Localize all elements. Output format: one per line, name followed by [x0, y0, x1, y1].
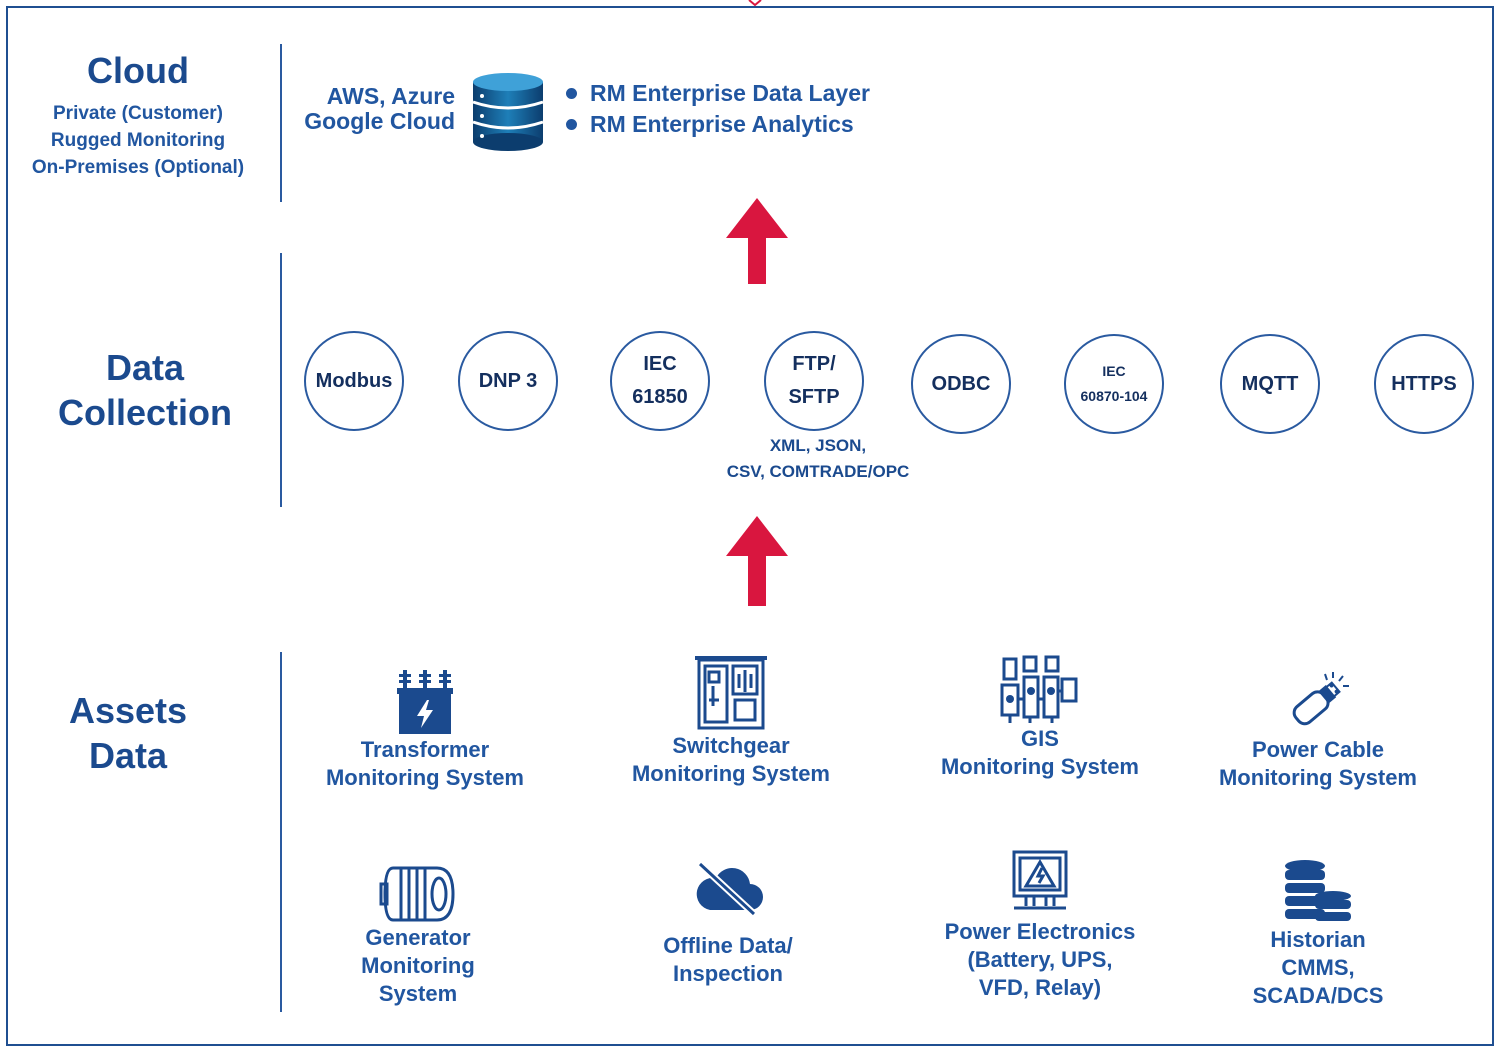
protocol-label: ODBC	[931, 372, 991, 395]
data-collection-title-line: Data	[105, 347, 185, 388]
protocol-label: MQTT	[1241, 372, 1299, 395]
data-collection-title: Data Collection	[20, 345, 270, 435]
bullet-icon	[566, 119, 577, 130]
protocol-label: IEC 60870-104	[1080, 363, 1148, 404]
protocol-circle-modbus: Modbus	[304, 331, 404, 431]
cloud-provider-line: Google Cloud	[304, 108, 455, 134]
asset-label: GIS Monitoring System	[940, 726, 1139, 779]
protocol-label: DNP 3	[478, 369, 538, 392]
protocol-circle-odbc: ODBC	[911, 334, 1011, 434]
asset-power-electronics: Power Electronics (Battery, UPS, VFD, Re…	[920, 850, 1160, 1002]
protocol-circle-ftp-sftp: FTP/ SFTP	[764, 331, 864, 431]
cloud-title: Cloud	[87, 50, 189, 91]
cloud-subtitle-line: Rugged Monitoring	[50, 130, 226, 151]
asset-power-cable: Power Cable Monitoring System	[1198, 668, 1438, 792]
asset-label: Power Cable Monitoring System	[1218, 737, 1417, 790]
bullet-label: RM Enterprise Data Layer	[590, 80, 870, 106]
cloud-bullet-list: RM Enterprise Data Layer RM Enterprise A…	[566, 78, 870, 140]
protocol-circle-dnp3: DNP 3	[458, 331, 558, 431]
gis-icon	[1000, 655, 1078, 723]
cloud-subtitle: Private (Customer) Rugged Monitoring On-…	[20, 100, 256, 181]
asset-offline-data: Offline Data/ Inspection	[618, 858, 838, 988]
asset-transformer: Transformer Monitoring System	[305, 668, 545, 792]
protocol-circle-iec60870: IEC 60870-104	[1064, 334, 1164, 434]
cloud-divider	[280, 44, 282, 202]
asset-generator: Generator Monitoring System	[318, 862, 518, 1008]
protocol-label: HTTPS	[1391, 372, 1457, 395]
protocol-circle-mqtt: MQTT	[1220, 334, 1320, 434]
switchgear-icon	[695, 656, 767, 730]
protocol-label: Modbus	[315, 369, 393, 392]
asset-label: Switchgear Monitoring System	[631, 733, 830, 786]
bullet-label: RM Enterprise Analytics	[590, 111, 854, 137]
top-connector-icon	[748, 0, 762, 6]
assets-title-line: Assets	[68, 690, 188, 731]
up-arrow-icon	[726, 516, 788, 606]
offline-cloud-icon	[696, 861, 763, 916]
bullet-icon	[566, 88, 577, 99]
data-formats: XML, JSON, CSV, COMTRADE/OPC	[700, 433, 936, 485]
cloud-subtitle-line: On-Premises (Optional)	[31, 157, 245, 178]
asset-label: Generator Monitoring System	[361, 925, 475, 1006]
cloud-provider-line: AWS, Azure	[326, 83, 455, 109]
data-collection-divider	[280, 253, 282, 507]
database-icon	[472, 73, 544, 151]
assets-divider	[280, 652, 282, 1012]
asset-label: Offline Data/ Inspection	[663, 933, 793, 986]
assets-title: Assets Data	[20, 688, 236, 778]
asset-switchgear: Switchgear Monitoring System	[611, 656, 851, 788]
asset-label: Historian CMMS, SCADA/DCS	[1252, 927, 1384, 1008]
asset-label: Power Electronics (Battery, UPS, VFD, Re…	[944, 919, 1136, 1000]
cloud-subtitle-line: Private (Customer)	[53, 103, 223, 124]
data-collection-title-line: Collection	[57, 392, 232, 433]
up-arrow-icon	[726, 198, 788, 284]
power-electronics-icon	[1012, 850, 1068, 910]
data-formats-line: XML, JSON,	[769, 436, 867, 455]
transformer-icon	[397, 670, 453, 734]
generator-icon	[379, 866, 455, 922]
protocol-circle-iec61850: IEC 61850	[610, 331, 710, 431]
protocol-label: FTP/ SFTP	[788, 353, 840, 408]
list-item: RM Enterprise Analytics	[566, 109, 870, 140]
list-item: RM Enterprise Data Layer	[566, 78, 870, 109]
assets-title-line: Data	[88, 735, 168, 776]
data-formats-line: CSV, COMTRADE/OPC	[726, 462, 910, 481]
protocol-circle-https: HTTPS	[1374, 334, 1474, 434]
asset-gis: GIS Monitoring System	[920, 655, 1160, 781]
historian-database-icon	[1285, 860, 1351, 921]
protocol-label: IEC 61850	[632, 353, 688, 408]
cloud-providers: AWS, Azure Google Cloud	[290, 84, 455, 134]
asset-label: Transformer Monitoring System	[325, 737, 524, 790]
asset-historian: Historian CMMS, SCADA/DCS	[1208, 858, 1428, 1010]
power-cable-icon	[1292, 672, 1349, 726]
